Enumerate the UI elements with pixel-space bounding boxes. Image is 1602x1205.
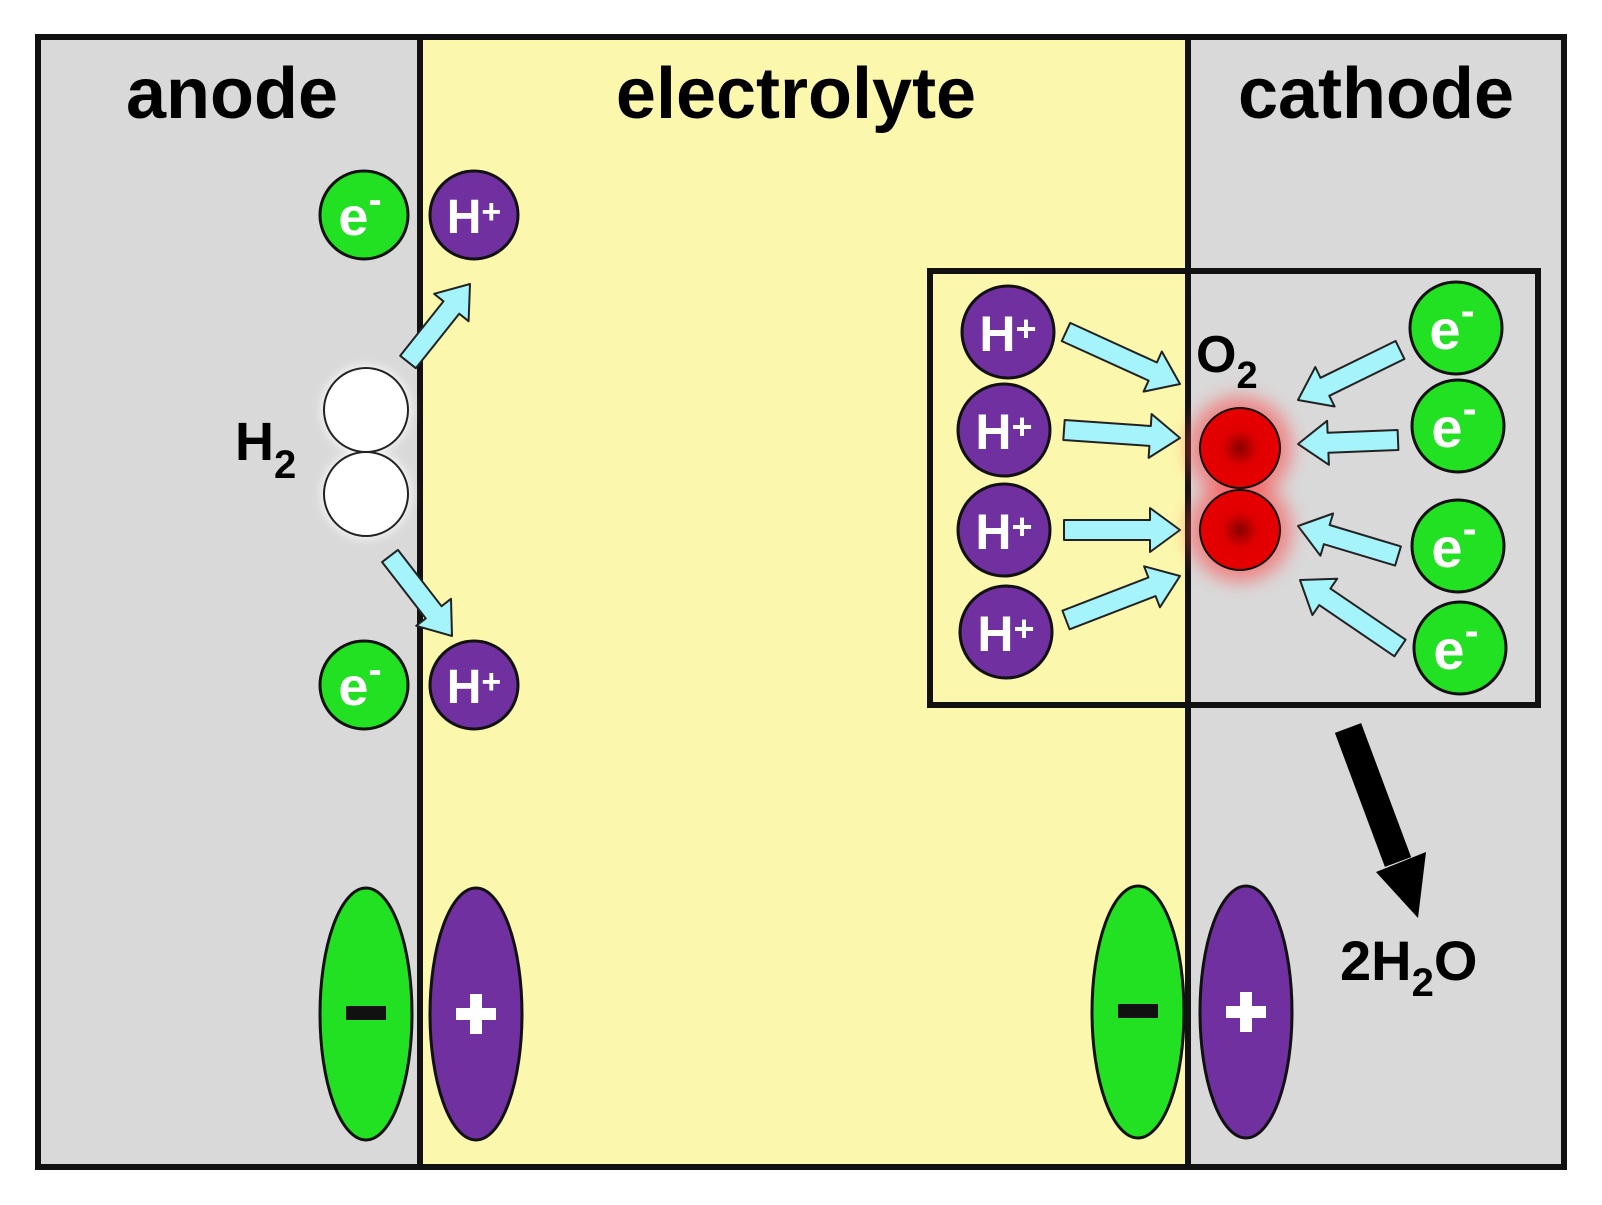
electron-particle: e- [1410,498,1506,594]
electron-particle: e- [318,169,410,261]
hydrogen-label: H2 [235,412,296,487]
hydrogen-molecule [322,366,410,538]
svg-text:e-: e- [1429,287,1474,361]
svg-text:H+: H+ [977,606,1034,662]
svg-text:e-: e- [1431,505,1476,579]
arrow-layer [381,283,1407,658]
electron-particle: e- [1412,600,1508,696]
proton-particle: H+ [956,482,1052,578]
electron-particle: e- [1410,378,1506,474]
proton-particle: H+ [958,584,1054,680]
negative-charge-layer [318,886,414,1142]
svg-text:e-: e- [338,648,381,717]
electrolyte-label: electrolyte [616,54,976,134]
flow-arrow [1062,413,1181,459]
outer-border [35,34,1567,1170]
positive-charge-layer [1198,884,1294,1140]
svg-text:e-: e- [1433,607,1478,681]
flow-arrow [381,548,453,637]
svg-text:e-: e- [1431,385,1476,459]
svg-text:H+: H+ [975,504,1032,560]
svg-text:e-: e- [338,178,381,247]
svg-text:H+: H+ [979,306,1036,362]
svg-text:H+: H+ [975,404,1032,460]
flow-arrow [1297,340,1406,408]
proton-particle: H+ [428,639,520,731]
water-label: 2H2O [1340,929,1477,1005]
flow-arrow [1061,565,1181,631]
flow-arrow [1063,507,1181,553]
svg-text:H+: H+ [447,661,502,714]
product-arrow [1334,723,1426,918]
flow-arrow [1060,321,1181,393]
proton-particle: H+ [428,169,520,261]
svg-text:H+: H+ [447,191,502,244]
cathode-label: cathode [1238,54,1514,134]
electrolyte-region [420,37,1188,1167]
flow-arrow [399,283,471,370]
negative-charge-layer [1090,884,1186,1140]
positive-charge-layer [428,886,524,1142]
cathode-reaction-box [927,268,1541,708]
proton-particle: H+ [956,382,1052,478]
proton-particle: H+ [960,284,1056,380]
oxygen-label: O2 [1196,326,1258,397]
flow-arrow [1297,419,1400,466]
anode-label: anode [126,54,338,134]
electron-particle: e- [1408,280,1504,376]
oxygen-molecule [1188,396,1292,582]
electron-particle: e- [318,639,410,731]
flow-arrow [1297,512,1402,567]
flow-arrow [1299,577,1407,658]
